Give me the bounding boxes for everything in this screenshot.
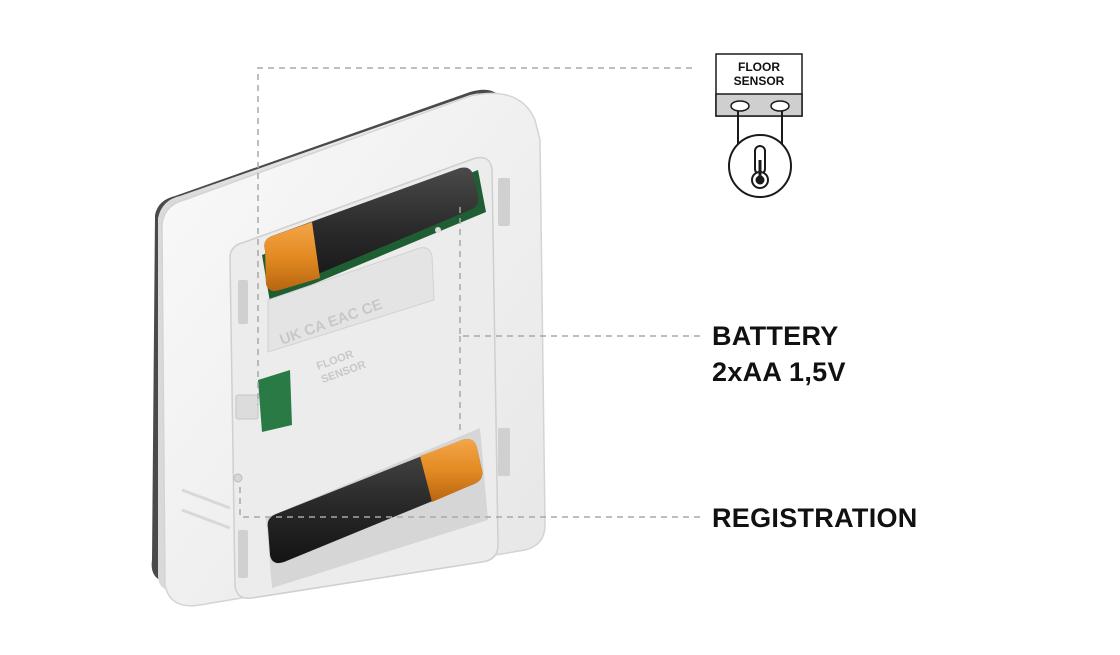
battery-spec: 2xAA 1,5V [712,357,846,387]
floor-sensor-label-line1: FLOOR [738,60,780,74]
battery-top [264,167,479,292]
battery-callout: BATTERY 2xAA 1,5V [712,318,846,390]
floor-sensor-connector-icon: FLOOR SENSOR [715,53,803,198]
floor-sensor-label-line2: SENSOR [734,74,785,88]
battery-leader [459,205,700,337]
floor-sensor-leader [257,67,692,405]
registration-button [233,473,243,483]
registration-title: REGISTRATION [712,503,918,533]
registration-callout: REGISTRATION [712,500,918,536]
callout-lines [239,67,700,518]
battery-title: BATTERY [712,321,839,351]
thermostat-device: UK CA EAC CE FLOOR SENSOR [151,89,546,607]
